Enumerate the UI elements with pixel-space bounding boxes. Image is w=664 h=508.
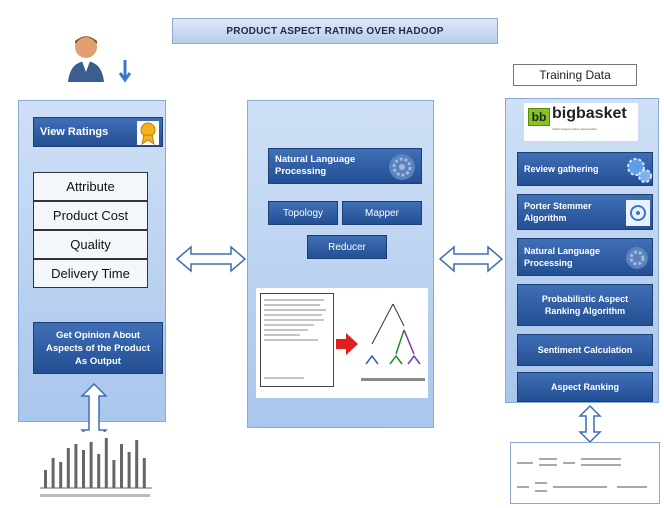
step-label: Natural Language Processing bbox=[524, 246, 601, 268]
logo-badge: bb bbox=[528, 108, 550, 126]
thumb-bar bbox=[59, 462, 63, 488]
thumb-bar bbox=[74, 444, 78, 488]
double-arrow-right-vertical bbox=[578, 404, 602, 444]
thumb-bar bbox=[135, 440, 139, 488]
attribute-cell-3: Delivery Time bbox=[33, 259, 148, 288]
step-label: Porter Stemmer Algorithm bbox=[524, 201, 592, 223]
output-button[interactable]: Get Opinion About Aspects of the Product… bbox=[33, 322, 163, 374]
reducer-label: Reducer bbox=[328, 241, 366, 253]
network-icon bbox=[626, 200, 650, 226]
thumb-bar bbox=[66, 448, 70, 488]
parse-tree-icon bbox=[361, 303, 425, 381]
thumb-bar bbox=[112, 460, 116, 488]
attribute-cell-1: Product Cost bbox=[33, 201, 148, 230]
reducer-button[interactable]: Reducer bbox=[307, 235, 387, 259]
gear-icon bbox=[389, 154, 415, 180]
formula-box bbox=[510, 442, 660, 504]
bar-chart-bars bbox=[40, 438, 152, 497]
formula-lines bbox=[517, 458, 647, 492]
award-ribbon-icon bbox=[137, 121, 159, 146]
view-ratings-label: View Ratings bbox=[40, 126, 109, 138]
thumb-bar bbox=[82, 450, 85, 488]
view-ratings-button[interactable]: View Ratings bbox=[33, 117, 163, 147]
attribute-cell-0: Attribute bbox=[33, 172, 148, 201]
step-label: Sentiment Calculation bbox=[537, 345, 633, 355]
topology-button[interactable]: Topology bbox=[268, 201, 338, 225]
thumb-bar bbox=[89, 442, 93, 488]
mapper-label: Mapper bbox=[365, 207, 399, 219]
step-aspect-ranking[interactable]: Aspect Ranking bbox=[517, 372, 653, 402]
mapper-button[interactable]: Mapper bbox=[342, 201, 422, 225]
thumb-bar bbox=[51, 458, 55, 488]
nlp-label: Natural Language Processing bbox=[275, 154, 356, 177]
step-label: Aspect Ranking bbox=[550, 382, 619, 392]
document-text-lines bbox=[264, 299, 326, 379]
step-review-gathering[interactable]: Review gathering bbox=[517, 152, 653, 186]
gear-icon bbox=[626, 247, 648, 269]
thumb-bar bbox=[120, 444, 123, 488]
nlp-button[interactable]: Natural Language Processing bbox=[268, 148, 422, 184]
thumb-bar bbox=[127, 452, 131, 488]
sentence-document bbox=[260, 293, 334, 387]
training-data-label: Training Data bbox=[513, 64, 637, 86]
double-arrow-left-center bbox=[175, 245, 247, 273]
step-porter-stemmer[interactable]: Porter Stemmer Algorithm bbox=[517, 194, 653, 230]
gears-icon bbox=[627, 158, 652, 183]
logo-tagline: India's largest online supermarket bbox=[552, 127, 597, 131]
thumb-bar bbox=[104, 438, 108, 488]
output-label: Get Opinion About Aspects of the Product… bbox=[46, 329, 150, 367]
thumb-bar bbox=[44, 470, 47, 488]
bigbasket-logo: bb bigbasket India's largest online supe… bbox=[524, 103, 638, 141]
download-arrow-icon bbox=[118, 60, 132, 83]
logo-wordmark: bigbasket bbox=[552, 105, 627, 122]
step-nlp[interactable]: Natural Language Processing bbox=[517, 238, 653, 276]
attribute-cell-2: Quality bbox=[33, 230, 148, 259]
thumb-tick-labels bbox=[40, 494, 150, 497]
red-arrow-icon bbox=[336, 333, 358, 355]
step-sentiment-calculation[interactable]: Sentiment Calculation bbox=[517, 334, 653, 366]
thumb-bar bbox=[97, 454, 101, 488]
user-icon bbox=[68, 36, 104, 82]
step-probabilistic-ranking[interactable]: Probabilistic Aspect Ranking Algorithm bbox=[517, 284, 653, 326]
diagram-title: PRODUCT ASPECT RATING OVER HADOOP bbox=[172, 18, 498, 44]
double-arrow-center-right bbox=[438, 245, 504, 273]
thumb-bar bbox=[142, 458, 146, 488]
step-label: Probabilistic Aspect Ranking Algorithm bbox=[541, 294, 629, 316]
topology-label: Topology bbox=[282, 207, 324, 219]
step-label: Review gathering bbox=[524, 164, 599, 174]
